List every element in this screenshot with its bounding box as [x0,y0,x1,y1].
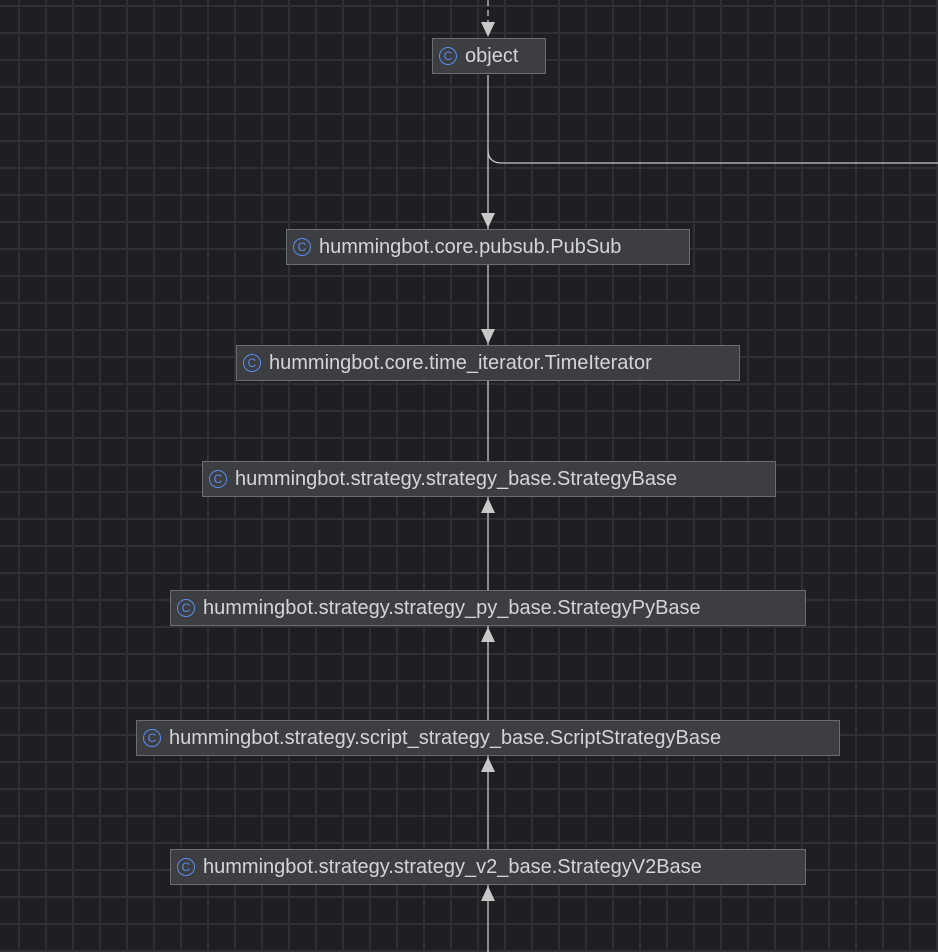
arrow-down [481,22,495,37]
class-label: hummingbot.strategy.strategy_v2_base.Str… [203,855,702,878]
class-icon: C [177,599,195,617]
branch-edge [487,149,938,164]
class-label: hummingbot.strategy.strategy_base.Strate… [235,467,678,490]
arrow-up [481,757,495,772]
arrow-up [481,886,495,901]
class-icon: C [143,729,161,747]
class-icon: C [293,238,311,256]
arrow-down [481,329,495,344]
class-label: hummingbot.strategy.strategy_py_base.Str… [203,596,701,619]
arrow-up [481,627,495,642]
class-icon: C [439,47,457,65]
arrow-up [481,498,495,513]
class-label: hummingbot.strategy.script_strategy_base… [169,726,722,749]
class-icon: C [177,858,195,876]
class-label: hummingbot.core.pubsub.PubSub [319,235,622,258]
class-label: hummingbot.core.time_iterator.TimeIterat… [269,351,652,374]
class-icon: C [243,354,261,372]
class-label: object [465,44,519,67]
class-icon: C [209,470,227,488]
arrow-down [481,213,495,228]
